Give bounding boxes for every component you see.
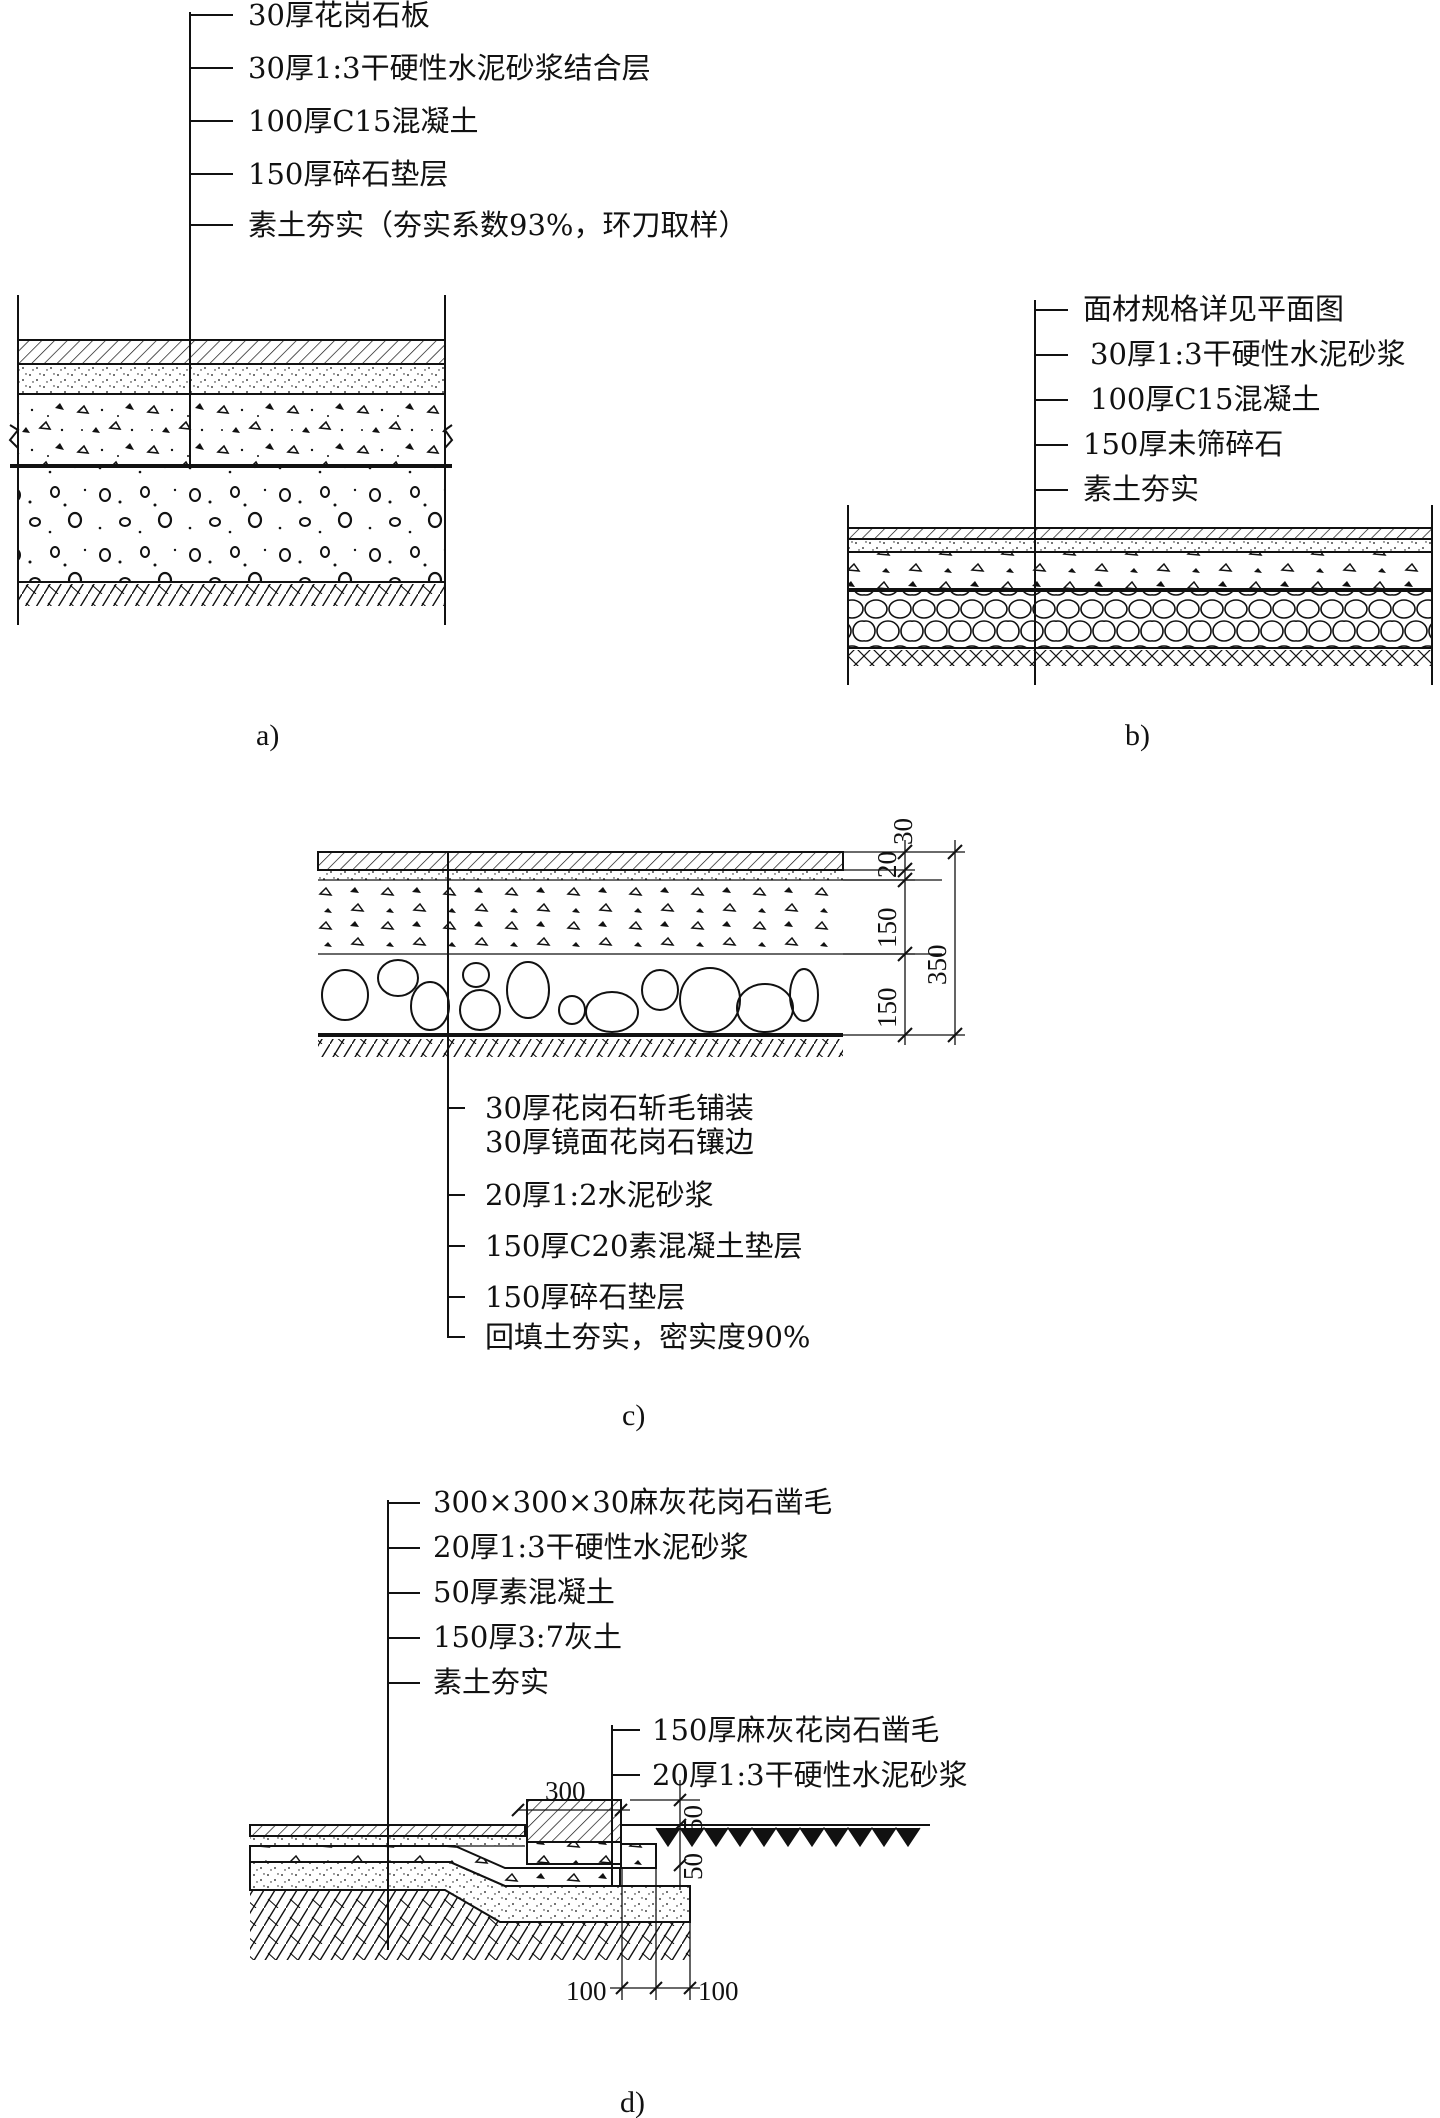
- c-dim-30: 30: [888, 818, 918, 845]
- c-caption: c): [622, 1399, 645, 1432]
- d-dim-100-right: 100: [698, 1976, 739, 2006]
- diagram-b: 面材规格详见平面图 30厚1:3干硬性水泥砂浆 100厚C15混凝土 150厚未…: [847, 292, 1433, 752]
- d-layer-5-label: 素土夯实: [433, 1665, 549, 1699]
- a-layer-2-label: 30厚1:3干硬性水泥砂浆结合层: [248, 51, 651, 85]
- b-layer-3-label: 100厚C15混凝土: [1090, 382, 1320, 416]
- c-layer-6-label: 回填土夯实，密实度90%: [485, 1320, 810, 1354]
- diagram-d: 300×300×30麻灰花岗石凿毛 20厚1:3干硬性水泥砂浆 50厚素混凝土 …: [249, 1485, 968, 2118]
- c-dim-350: 350: [922, 945, 952, 986]
- d-layer-4-label: 150厚3:7灰土: [433, 1620, 622, 1654]
- d-section: 300 50 50 100 100: [249, 1776, 930, 2006]
- d-layer-3-label: 50厚素混凝土: [433, 1575, 615, 1609]
- b-layer-1-label: 面材规格详见平面图: [1083, 292, 1344, 326]
- a-layer-1-label: 30厚花岗石板: [248, 0, 430, 32]
- c-layer-5-label: 150厚碎石垫层: [485, 1280, 685, 1314]
- c-layer-2-label: 30厚镜面花岗石镶边: [485, 1125, 754, 1159]
- d-dim-100-left: 100: [566, 1976, 607, 2006]
- c-stones: [321, 959, 819, 1033]
- d-dim-50-upper: 50: [678, 1805, 708, 1832]
- c-dim-20: 20: [872, 851, 902, 878]
- b-layer-5-label: 素土夯实: [1083, 472, 1199, 506]
- a-layer-5-label: 素土夯实（夯实系数93%，环刀取样）: [248, 208, 747, 242]
- b-layer-2-label: 30厚1:3干硬性水泥砂浆: [1090, 337, 1406, 371]
- d-dim-50-lower: 50: [678, 1853, 708, 1880]
- c-section: 30 20 150 150 350: [317, 818, 965, 1338]
- d-curb-layer-1-label: 150厚麻灰花岗石凿毛: [652, 1713, 939, 1747]
- c-dim-150-lower: 150: [872, 988, 902, 1029]
- b-section: [847, 505, 1433, 685]
- c-layer-1-label: 30厚花岗石斩毛铺装: [485, 1091, 754, 1125]
- c-layer-3-label: 20厚1:2水泥砂浆: [485, 1178, 714, 1212]
- a-layer-3-label: 100厚C15混凝土: [248, 104, 478, 138]
- c-dim-150-upper: 150: [872, 908, 902, 949]
- a-caption: a): [256, 719, 279, 752]
- a-layer-4-label: 150厚碎石垫层: [248, 157, 448, 191]
- d-curb-layer-2-label: 20厚1:3干硬性水泥砂浆: [652, 1758, 968, 1792]
- d-caption: d): [620, 2086, 645, 2118]
- d-dim-300: 300: [545, 1776, 586, 1806]
- b-layer-4-label: 150厚未筛碎石: [1083, 427, 1283, 461]
- d-layer-2-label: 20厚1:3干硬性水泥砂浆: [433, 1530, 749, 1564]
- a-section: [8, 295, 454, 625]
- d-layer-1-label: 300×300×30麻灰花岗石凿毛: [433, 1485, 832, 1519]
- b-caption: b): [1125, 719, 1150, 752]
- c-layer-4-label: 150厚C20素混凝土垫层: [485, 1229, 802, 1263]
- diagram-a: 30厚花岗石板 30厚1:3干硬性水泥砂浆结合层 100厚C15混凝土 150厚…: [8, 0, 747, 752]
- diagram-c: 30 20 150 150 350 30厚花岗石斩毛铺装 30厚镜面花岗石镶边 …: [317, 818, 965, 1432]
